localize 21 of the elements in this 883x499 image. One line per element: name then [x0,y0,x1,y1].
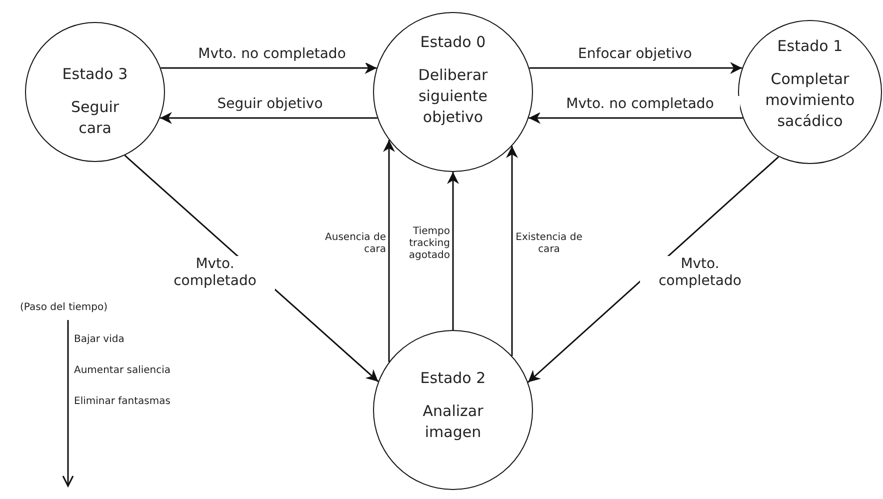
note-text: Eliminar fantasmas [74,396,170,407]
state-title: Estado 1 [777,37,843,55]
edge-label: Mvto. no completado [540,96,740,113]
arrow [383,140,395,362]
state-title: Estado 3 [62,65,128,83]
state-description: Seguir cara [70,97,120,139]
state-title: Estado 0 [420,33,486,51]
state-description: Analizar imagen [422,401,484,443]
arrow [529,62,742,74]
state-description: Completar movimiento sacádico [764,69,856,132]
note-text: Aumentar saliencia [74,365,171,376]
arrow [528,156,780,383]
arrow [160,62,377,74]
arrow [506,146,518,356]
arrow [447,172,459,330]
state-description: Deliberar siguiente objetivo [417,65,489,128]
note-heading: (Paso del tiempo) [20,302,108,313]
arrow [160,112,378,124]
arrow [528,112,743,124]
note-text: Bajar vida [74,334,124,345]
state-title: Estado 2 [420,369,486,387]
